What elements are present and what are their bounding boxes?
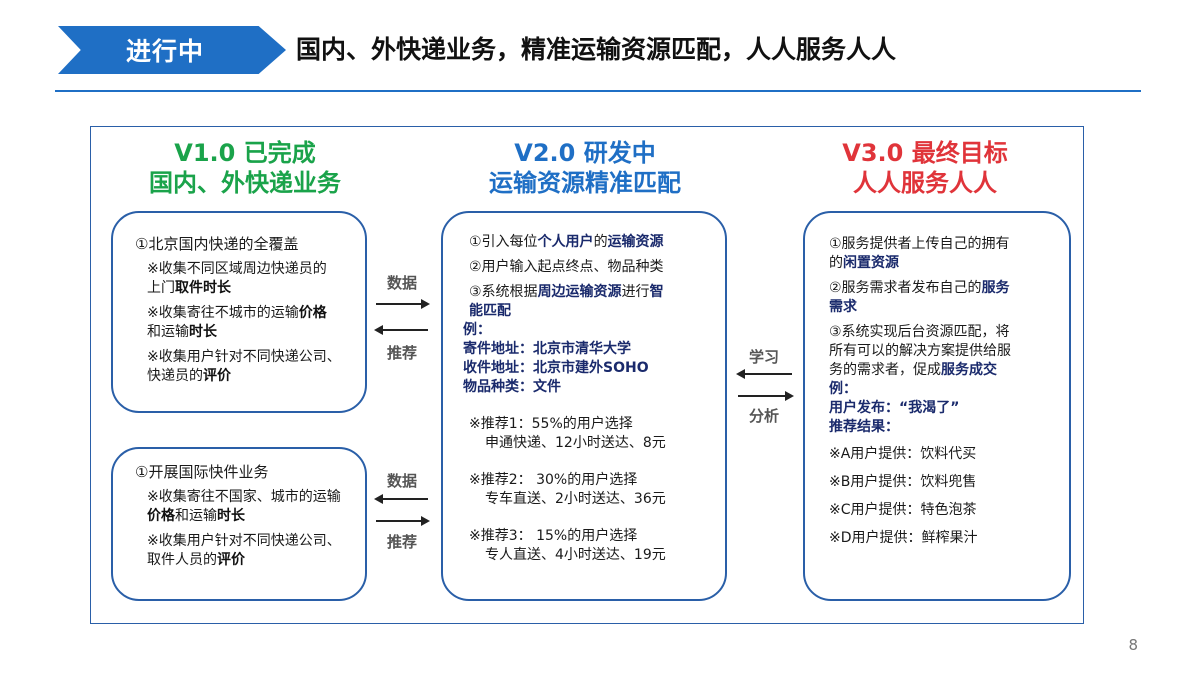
v3-result-d: ※D用户提供：鲜榨果汁 <box>829 530 978 546</box>
page-number: 8 <box>1128 636 1138 654</box>
v3-heading: V3.0 最终目标 人人服务人人 <box>780 138 1070 198</box>
v2-version: V2.0 研发中 <box>514 139 656 167</box>
arrow-label-recommend-top: 推荐 <box>386 344 417 362</box>
v2-item-3: ③系统根据周边运输资源进行智 能匹配 <box>469 284 664 319</box>
v2-recommend-2: ※推荐2： 30%的用户选择专车直送、2小时送达、36元 <box>469 472 666 507</box>
domestic-box: ①北京国内快递的全覆盖 ※收集不同区域周边快递员的 上门取件时长 ※收集寄往不城… <box>111 211 367 413</box>
international-box: ①开展国际快件业务 ※收集寄往不国家、城市的运输 价格和运输时长 ※收集用户针对… <box>111 447 367 601</box>
v2-recommend-3: ※推荐3： 15%的用户选择专人直送、4小时送达、19元 <box>469 528 666 563</box>
page-title: 国内、外快递业务，精准运输资源匹配，人人服务人人 <box>296 35 897 64</box>
content-frame <box>90 126 1084 624</box>
v3-item-2: ②服务需求者发布自己的服务 需求 <box>829 280 1010 315</box>
arrow-right-right-pair <box>738 391 794 401</box>
v3-result-b: ※B用户提供：饮料兜售 <box>829 474 977 490</box>
international-item-2: ※收集用户针对不同快递公司、 取件人员的评价 <box>147 533 341 568</box>
v2-box: ①引入每位个人用户的运输资源 ②用户输入起点终点、物品种类 ③系统根据周边运输资… <box>441 211 727 601</box>
arrow-left-bottom <box>374 494 428 504</box>
arrow-right-top <box>376 299 430 309</box>
status-tag: 进行中 <box>58 26 286 74</box>
v2-item-1: ①引入每位个人用户的运输资源 <box>469 234 664 250</box>
v3-subtitle: 人人服务人人 <box>853 169 997 197</box>
arrow-left-top <box>374 325 428 335</box>
v2-example: 例： 寄件地址：北京市清华大学 收件地址：北京市建外SOHO 物品种类：文件 <box>463 322 649 395</box>
v3-result-a: ※A用户提供：饮料代买 <box>829 446 977 462</box>
arrow-label-learn: 学习 <box>748 348 779 366</box>
v3-item-3: ③系统实现后台资源匹配，将 所有可以的解决方案提供给服 务的需求者，促成服务成交 <box>829 324 1011 378</box>
arrow-right-bottom <box>376 516 430 526</box>
v3-item-1: ①服务提供者上传自己的拥有 的闲置资源 <box>829 236 1010 271</box>
v3-version: V3.0 最终目标 <box>842 139 1008 167</box>
international-item-1: ※收集寄往不国家、城市的运输 价格和运输时长 <box>147 489 341 524</box>
arrow-left-right-pair <box>736 369 792 379</box>
v2-subtitle: 运输资源精准匹配 <box>489 169 681 197</box>
v3-result-c: ※C用户提供：特色泡茶 <box>829 502 977 518</box>
arrow-label-data-top: 数据 <box>386 274 417 292</box>
domestic-title: ①北京国内快递的全覆盖 <box>135 235 299 253</box>
v1-subtitle: 国内、外快递业务 <box>149 169 341 197</box>
v3-example: 例： 用户发布：“我渴了” 推荐结果： <box>829 381 960 435</box>
v1-version: V1.0 已完成 <box>174 139 316 167</box>
v2-recommend-1: ※推荐1：55%的用户选择申通快递、12小时送达、8元 <box>469 416 666 451</box>
arrow-label-recommend-bottom: 推荐 <box>386 533 417 551</box>
domestic-item-1: ※收集不同区域周边快递员的 上门取件时长 <box>147 261 327 296</box>
v2-heading: V2.0 研发中 运输资源精准匹配 <box>440 138 730 198</box>
v1-heading: V1.0 已完成 国内、外快递业务 <box>105 138 385 198</box>
domestic-item-3: ※收集用户针对不同快递公司、 快递员的评价 <box>147 349 341 384</box>
arrow-label-data-bottom: 数据 <box>386 472 417 490</box>
v3-box: ①服务提供者上传自己的拥有 的闲置资源 ②服务需求者发布自己的服务 需求 ③系统… <box>803 211 1071 601</box>
arrow-label-analyze: 分析 <box>748 407 779 425</box>
v2-item-2: ②用户输入起点终点、物品种类 <box>469 259 664 275</box>
header-divider <box>55 90 1141 92</box>
domestic-item-2: ※收集寄往不城市的运输价格 和运输时长 <box>147 305 327 340</box>
international-title: ①开展国际快件业务 <box>135 463 269 481</box>
